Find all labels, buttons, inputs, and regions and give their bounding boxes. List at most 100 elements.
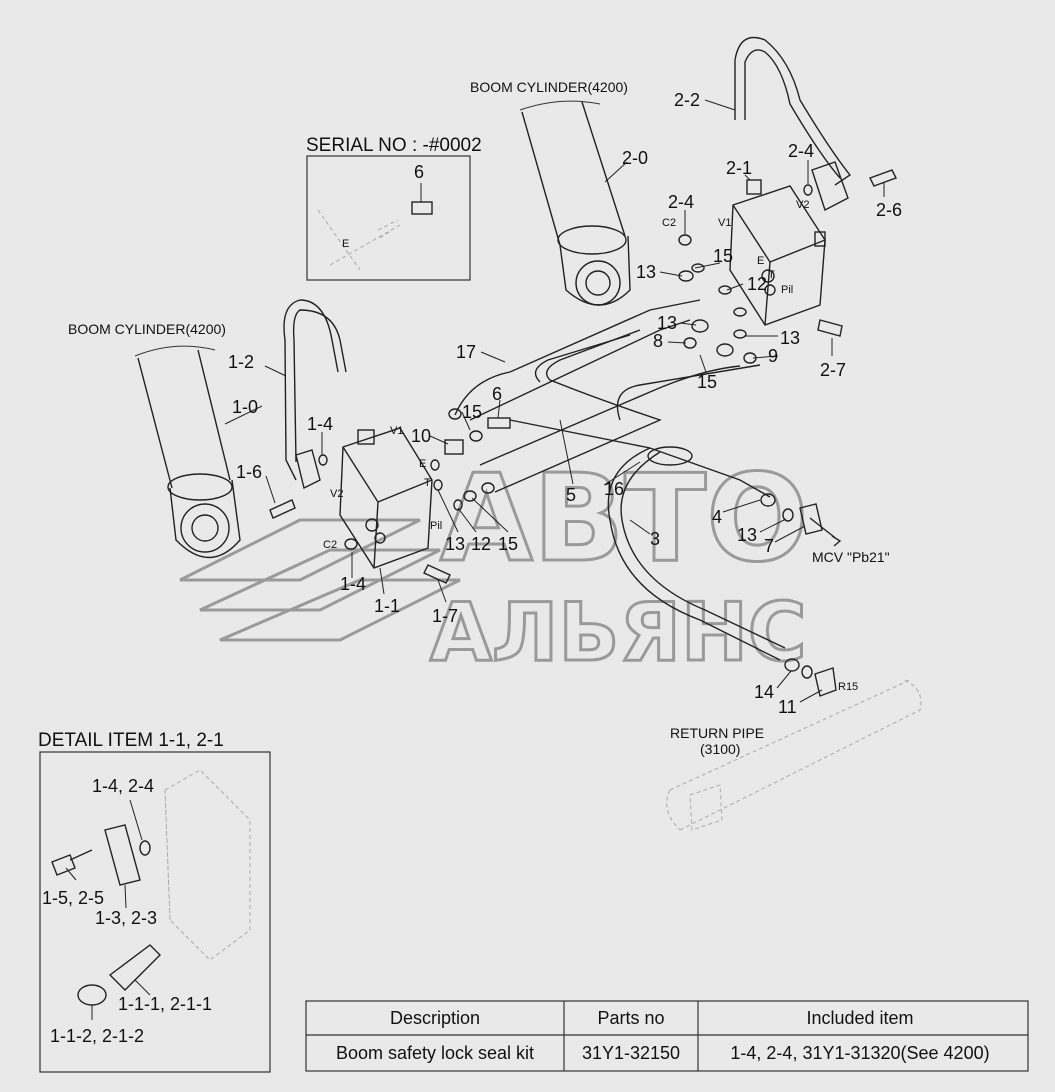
return-pipe-label-2: (3100) <box>700 741 740 757</box>
callout-3: 3 <box>650 529 660 549</box>
detail-fitting-1-1-1 <box>108 944 161 991</box>
detail-callout-1-1-1: 1-1-1, 2-1-1 <box>118 994 212 1014</box>
table-header-parts-no: Parts no <box>597 1008 664 1028</box>
valve-block-left: V1 V2 C2 E T Pil <box>323 425 442 569</box>
clamp-16 <box>647 446 693 466</box>
pipes-upper <box>283 36 852 481</box>
callout-1-4b: 1-4 <box>340 574 366 594</box>
serial-port-e: E <box>342 238 349 250</box>
callout-15c: 15 <box>462 402 482 422</box>
watermark: АВТО АЛЬЯНС <box>179 449 810 681</box>
callout-16: 16 <box>604 479 624 499</box>
callout-1-2: 1-2 <box>228 352 254 372</box>
callout-11: 11 <box>778 697 797 717</box>
mcv-label: MCV "Pb21" <box>812 549 890 565</box>
serial-callout-6: 6 <box>414 162 424 182</box>
detail-callout-1-1-2: 1-1-2, 2-1-2 <box>50 1026 144 1046</box>
table-cell-included-item: 1-4, 2-4, 31Y1-31320(See 4200) <box>730 1043 989 1063</box>
port-r15: R15 <box>838 681 858 693</box>
callout-12a: 12 <box>747 274 767 294</box>
callout-13d: 13 <box>737 525 757 545</box>
callout-7: 7 <box>764 536 774 556</box>
right-port-e: E <box>757 255 764 267</box>
callout-2-1: 2-1 <box>726 158 752 178</box>
right-port-pil: Pil <box>781 284 793 296</box>
detail-oring-1-4 <box>139 840 151 856</box>
serial-frame <box>306 155 471 281</box>
right-port-t: T <box>768 269 775 281</box>
callout-8: 8 <box>653 331 663 351</box>
left-port-pil: Pil <box>430 520 442 532</box>
callout-12b: 12 <box>471 534 491 554</box>
callout-13b: 13 <box>657 313 677 333</box>
hose-3 <box>607 447 781 661</box>
pipe-2-2 <box>734 36 852 186</box>
callout-15d: 15 <box>498 534 518 554</box>
detail-callout-1-3: 1-3, 2-3 <box>95 908 157 928</box>
callout-1-4a: 1-4 <box>307 414 333 434</box>
callout-14: 14 <box>754 682 774 702</box>
detail-flange-1-3 <box>104 824 141 886</box>
callout-17: 17 <box>456 342 476 362</box>
serial-fitting-6 <box>411 201 433 215</box>
detail-bolt-1-5 <box>51 849 93 876</box>
detail-frame <box>39 751 271 1073</box>
callout-1-1: 1-1 <box>374 596 400 616</box>
table-cell-parts-no: 31Y1-32150 <box>582 1043 680 1063</box>
left-port-c2: C2 <box>323 539 337 551</box>
detail-box: DETAIL ITEM 1-1, 2-1 1-4, 2-4 1-5, 2-5 1… <box>38 730 271 1073</box>
return-pipe-ghost: RETURN PIPE (3100) R15 <box>666 679 922 831</box>
boom-cylinder-left-title: BOOM CYLINDER(4200) <box>68 321 226 337</box>
callout-6a: 6 <box>492 384 502 404</box>
callout-1-0: 1-0 <box>232 397 258 417</box>
hose-5 <box>494 329 662 493</box>
detail-callout-1-5: 1-5, 2-5 <box>42 888 104 908</box>
table-header-included-item: Included item <box>806 1008 913 1028</box>
callout-2-6: 2-6 <box>876 200 902 220</box>
callout-10: 10 <box>411 426 431 446</box>
serial-ghost-body <box>317 209 401 271</box>
callouts: 2-2 2-0 2-4 2-1 2-4 2-6 15 13 12 13 8 13… <box>228 90 902 717</box>
pipe-loop <box>616 364 761 421</box>
detail-cap-1-1-2 <box>77 984 107 1006</box>
boom-cylinder-left: BOOM CYLINDER(4200) <box>68 321 241 559</box>
hose-4 <box>509 419 771 498</box>
valve-block-right: V1 V2 C2 E T Pil <box>662 179 826 326</box>
right-port-c2: C2 <box>662 217 676 229</box>
callout-13c: 13 <box>780 328 800 348</box>
bolts-and-flanges <box>269 161 897 584</box>
serial-title: SERIAL NO : -#0002 <box>306 135 482 156</box>
left-port-t: T <box>424 477 431 489</box>
left-port-e: E <box>419 458 426 470</box>
left-port-v1: V1 <box>390 425 403 437</box>
watermark-logo-mark <box>179 518 461 642</box>
right-port-v2: V2 <box>796 199 809 211</box>
callout-15a: 15 <box>713 246 733 266</box>
callout-9: 9 <box>768 346 778 366</box>
mcv-arrow <box>809 517 842 547</box>
left-port-v2: V2 <box>330 488 343 500</box>
watermark-line2: АЛЬЯНС <box>430 586 807 679</box>
detail-callout-1-4: 1-4, 2-4 <box>92 776 154 796</box>
callout-2-2: 2-2 <box>674 90 700 110</box>
callout-4: 4 <box>712 507 722 527</box>
callout-2-4a: 2-4 <box>668 192 694 212</box>
right-port-v1: V1 <box>718 217 731 229</box>
leader-lines <box>224 99 885 703</box>
detail-title: DETAIL ITEM 1-1, 2-1 <box>38 730 224 751</box>
table-header-description: Description <box>390 1008 480 1028</box>
callout-2-7: 2-7 <box>820 360 846 380</box>
serial-detail: SERIAL NO : -#0002 6 E <box>306 135 482 281</box>
pipe-1-2 <box>283 299 339 481</box>
callout-1-7: 1-7 <box>432 606 458 626</box>
parts-table: Description Parts no Included item Boom … <box>305 1000 1029 1072</box>
callout-2-4b: 2-4 <box>788 141 814 161</box>
boom-cylinder-right: BOOM CYLINDER(4200) <box>470 79 631 306</box>
hose-17 <box>454 299 701 416</box>
boom-cylinder-top-title: BOOM CYLINDER(4200) <box>470 79 628 95</box>
return-pipe-label-1: RETURN PIPE <box>670 725 764 741</box>
callout-13e: 13 <box>445 534 465 554</box>
callout-1-6: 1-6 <box>236 462 262 482</box>
callout-15b: 15 <box>697 372 717 392</box>
